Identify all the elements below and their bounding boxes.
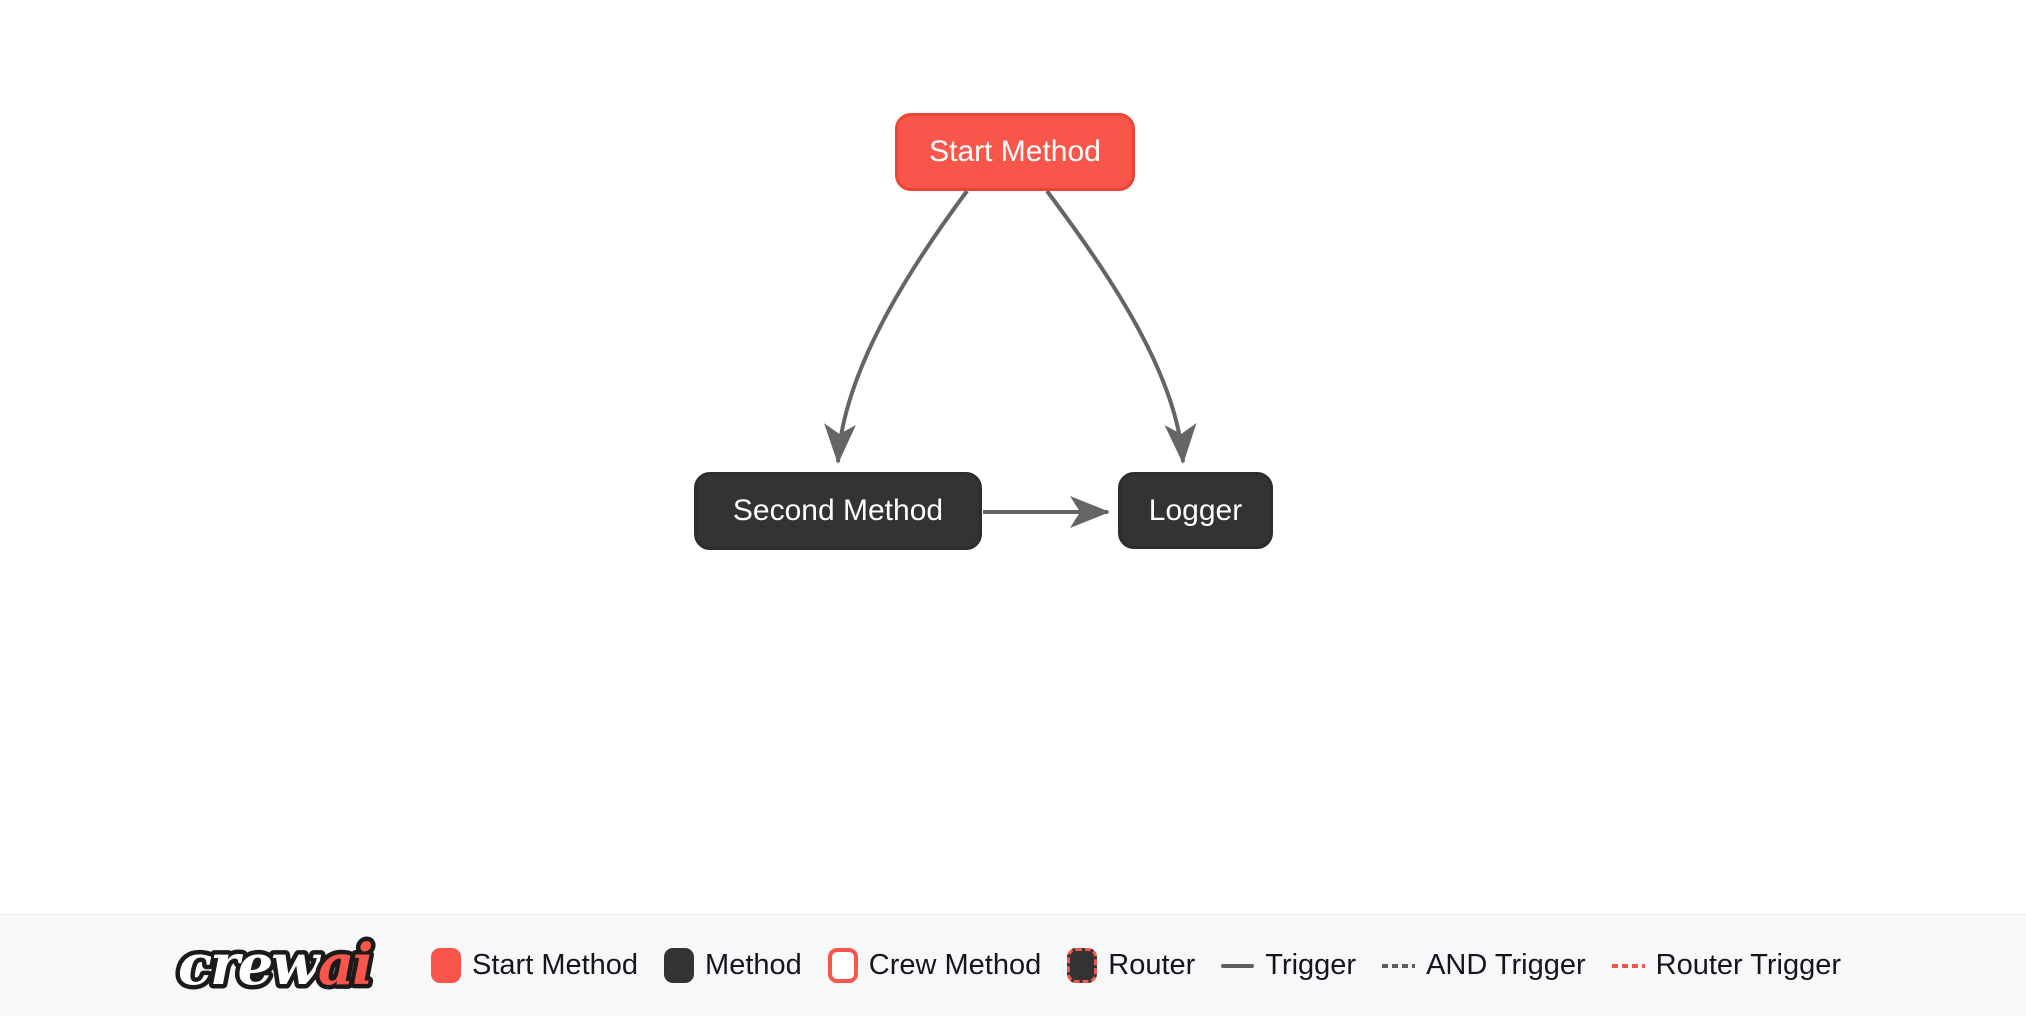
crewai-logo: crew ai	[172, 926, 390, 1006]
and-trigger-line-icon	[1382, 963, 1416, 968]
node-logger[interactable]: Logger	[1118, 472, 1273, 549]
legend-item-router: Router	[1067, 948, 1195, 983]
legend-item-start-method: Start Method	[431, 948, 638, 983]
edge-start-to-logger	[1045, 189, 1197, 464]
legend-item-label: Trigger	[1265, 949, 1357, 981]
legend-item-crew-method: Crew Method	[827, 948, 1042, 983]
legend-item-label: AND Trigger	[1426, 949, 1586, 981]
node-second-method[interactable]: Second Method	[694, 472, 982, 550]
logo-text-ai: ai	[318, 932, 372, 998]
router-swatch-icon	[1067, 948, 1098, 983]
legend-item-and-trigger: AND Trigger	[1382, 949, 1586, 982]
legend-item-label: Method	[705, 949, 802, 981]
method-swatch-icon	[664, 948, 695, 983]
legend-bar: crew ai Start Method Method Crew Method …	[0, 914, 2026, 1016]
trigger-line-icon	[1221, 963, 1255, 968]
start-method-swatch-icon	[431, 948, 462, 983]
flow-edges	[824, 189, 1197, 528]
legend-item-label: Router Trigger	[1655, 949, 1841, 981]
legend-item-method: Method	[664, 948, 802, 983]
flow-canvas[interactable]: Start Method Second Method Logger	[0, 0, 2026, 914]
legend-item-label: Start Method	[472, 949, 639, 981]
legend-item-router-trigger: Router Trigger	[1611, 949, 1841, 982]
node-start-method[interactable]: Start Method	[895, 113, 1135, 191]
legend-item-label: Crew Method	[868, 949, 1042, 981]
logo-text-crew: crew	[178, 932, 321, 998]
crew-method-swatch-icon	[827, 948, 858, 983]
router-trigger-line-icon	[1611, 963, 1645, 968]
legend-item-trigger: Trigger	[1221, 949, 1356, 982]
legend-item-label: Router	[1108, 949, 1196, 981]
crewai-logo-image: crew ai	[174, 927, 379, 1002]
edge-start-to-second	[824, 189, 969, 464]
